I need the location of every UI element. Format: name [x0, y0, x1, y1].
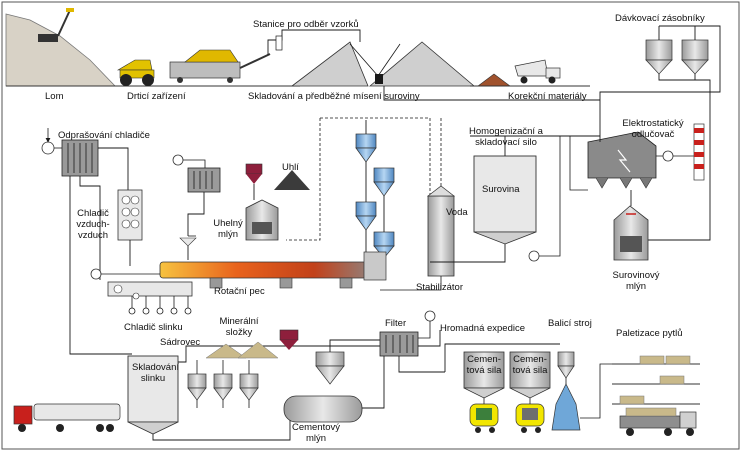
label-clinker-cooler: Chladič slinku [124, 322, 183, 333]
label-stabilizer: Stabilizátor [416, 282, 463, 293]
label-coal: Uhlí [282, 162, 299, 173]
label-water: Voda [446, 207, 468, 218]
correction-pile [477, 73, 511, 87]
preheater-cyclone-tower [355, 133, 395, 259]
mineral-hopper-icon [279, 329, 299, 350]
cooler-dedust-fan-icon [41, 128, 62, 155]
separator-hopper [315, 351, 345, 385]
label-bulk-dispatch: Hromadná expedice [440, 323, 526, 334]
coal-mill-icon [245, 199, 279, 241]
kiln-fan-icon [90, 268, 102, 280]
cement-mill [283, 395, 363, 423]
electrostatic-precipitator [587, 131, 657, 189]
esp-fan-icon [662, 150, 674, 162]
label-palletizing: Paletizace pytlů [616, 328, 683, 339]
label-correction-materials: Korekční materiály [508, 91, 587, 102]
additive-dosing-bins [187, 373, 259, 401]
cement-fan-icon [424, 310, 436, 322]
feeding-bins [599, 25, 721, 241]
label-homogenization-silo: Homogenizační a skladovací silo [469, 126, 543, 148]
bulk-truck-yellow-icon [515, 403, 545, 433]
reclaimer-icon [375, 74, 383, 84]
pallet-shelves [612, 355, 700, 405]
rotary-kiln [159, 261, 381, 279]
packing-machine-icon [551, 351, 581, 431]
label-air-air-cooler: Chladič vzduch-vzduch [76, 208, 110, 241]
coal-filter [187, 167, 221, 193]
stack-chimney [693, 123, 705, 181]
label-cement-mill: Cementový mlýn [291, 422, 341, 444]
mineral-pile [237, 341, 279, 359]
bulk-truck-green-icon [469, 403, 499, 433]
clinker-tanker-truck-icon [13, 403, 121, 432]
label-filter: Filter [385, 318, 407, 329]
label-clinker-storage: Skladování slinku [132, 362, 180, 384]
label-crusher: Drticí zařízení [127, 91, 186, 102]
dump-truck-icon [514, 59, 561, 84]
label-cement-silo-1: Cemen-tová sila [466, 354, 502, 376]
quarry-hill [5, 13, 116, 87]
cement-silo-1 [463, 351, 505, 399]
label-feeding-bins: Dávkovací zásobníky [615, 13, 705, 24]
stockpile-right [368, 41, 476, 87]
label-packing-machine: Balicí stroj [548, 318, 592, 329]
label-coal-mill: Uhelný mlýn [213, 218, 243, 240]
coal-pile-icon [274, 170, 310, 190]
label-mineral-components: Minerální složky [219, 316, 259, 338]
flatbed-truck-icon [619, 407, 697, 436]
gypsum-pile [205, 343, 247, 359]
kiln-inlet [363, 251, 387, 281]
label-raw-meal: Surovina [482, 184, 520, 195]
cement-silo-2 [509, 351, 551, 399]
label-rotary-kiln: Rotační pec [214, 286, 265, 297]
wheel-loader-icon [116, 59, 155, 86]
clinker-cooler [107, 281, 193, 297]
coal-hopper-icon [245, 163, 263, 184]
silo-fan-icon [528, 250, 540, 262]
drill-rig-icon [38, 8, 74, 42]
label-electrostatic-precipitator: Elektrostatický odlučovač [622, 118, 684, 140]
stockpile-left [290, 41, 369, 87]
sampling-pipe [267, 29, 361, 55]
label-storage-preblending: Skladování a předběžné mísení suroviny [248, 91, 420, 102]
label-sampling-station: Stanice pro odběr vzorků [253, 19, 359, 30]
label-gypsum: Sádrovec [160, 337, 201, 348]
label-cooler-dedusting: Odprašování chladiče [58, 130, 150, 141]
label-raw-mill: Surovinový mlýn [612, 270, 660, 292]
crusher-icon [169, 49, 271, 83]
coal-fan-icon [172, 154, 184, 166]
label-quarry: Lom [45, 91, 64, 102]
raw-mill-icon [613, 205, 649, 261]
label-cement-silo-2: Cemen-tová sila [512, 354, 548, 376]
cooler-fans [128, 296, 192, 315]
